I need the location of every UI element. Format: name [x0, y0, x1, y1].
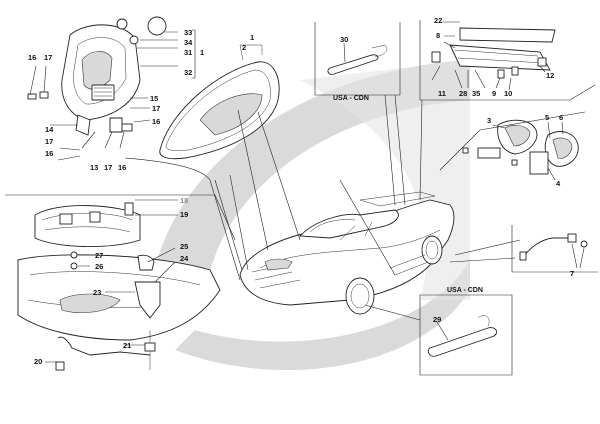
callout-6: 6: [559, 113, 563, 122]
callout-25: 25: [180, 242, 188, 251]
callout-32: 32: [184, 68, 192, 77]
callout-21: 21: [123, 341, 131, 350]
callout-29: 29: [433, 315, 441, 324]
callout-17a: 17: [44, 53, 52, 62]
usa-cdn-bottom-box: [419, 294, 513, 376]
callout-12: 12: [546, 71, 554, 80]
callout-17b: 17: [45, 137, 53, 146]
bumper-leaders: [5, 194, 236, 363]
front-bumper-assembly[interactable]: [17, 202, 221, 371]
callout-18: 18: [180, 196, 188, 205]
callout-16d: 16: [152, 117, 160, 126]
callout-26: 26: [95, 262, 103, 271]
callout-19: 19: [180, 210, 188, 219]
callout-1b: 1: [250, 33, 254, 42]
headlight-assembly[interactable]: [27, 16, 167, 136]
side-sensor[interactable]: [511, 225, 598, 273]
callout-35: 35: [472, 89, 480, 98]
callout-16b: 16: [45, 149, 53, 158]
callout-11: 11: [438, 89, 446, 98]
callout-8: 8: [436, 31, 440, 40]
callout-23: 23: [93, 288, 101, 297]
car-illustration: [239, 191, 455, 315]
callout-34: 34: [184, 38, 193, 47]
callout-9: 9: [492, 89, 496, 98]
callout-4: 4: [556, 179, 561, 188]
callout-33: 33: [184, 28, 192, 37]
callout-22: 22: [434, 16, 442, 25]
tail-light-assembly[interactable]: [462, 119, 579, 175]
usa-cdn-bottom-label: USA - CDN: [447, 287, 483, 294]
callout-1a: 1: [200, 48, 204, 57]
callout-14: 14: [45, 125, 54, 134]
headlight-leaders: [29, 29, 196, 161]
callout-labels: 16 17 14 17 16 13 17 16 15 17 16 33 34 3…: [28, 16, 574, 366]
callout-13: 13: [90, 163, 98, 172]
callout-30: 30: [340, 35, 348, 44]
callout-3: 3: [487, 116, 491, 125]
callout-7: 7: [570, 269, 574, 278]
callout-20: 20: [34, 357, 42, 366]
callout-10: 10: [504, 89, 512, 98]
callout-24: 24: [180, 254, 189, 263]
callout-17d: 17: [152, 104, 160, 113]
callout-2: 2: [242, 43, 246, 52]
callout-15: 15: [150, 94, 158, 103]
callout-16c: 16: [118, 163, 126, 172]
callout-16a: 16: [28, 53, 36, 62]
spoiler-leaders: [419, 20, 596, 101]
headlight-lens[interactable]: [159, 44, 280, 160]
callout-28: 28: [459, 89, 467, 98]
usa-cdn-top-box: [314, 22, 401, 96]
tail-light-leaders: [439, 111, 586, 181]
third-brake-light-assembly[interactable]: [431, 27, 556, 79]
callout-5: 5: [545, 113, 549, 122]
callout-17c: 17: [104, 163, 112, 172]
callout-31: 31: [184, 48, 192, 57]
usa-cdn-top-label: USA - CDN: [333, 95, 369, 102]
callout-27: 27: [95, 251, 103, 260]
